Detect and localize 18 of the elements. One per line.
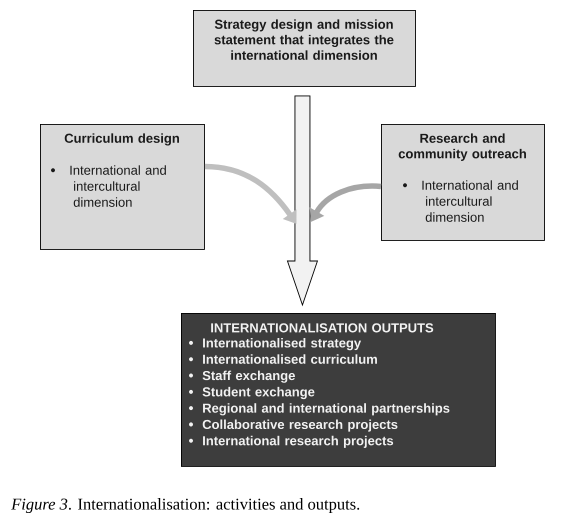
process-box [40,124,205,250]
box-heading: Research and community outreach [398,133,526,161]
box-heading: Curriculum design [64,133,179,146]
list-item: Collaborative research projects [202,420,398,432]
figure-caption: Figure 3. Internationalisation: activities and outputs. [11,498,360,514]
list-item: Regional and international partnerships [203,403,450,416]
output-box [181,313,496,467]
list-item: Student exchange [202,386,314,400]
list-item: Internationalised curriculum [203,354,377,364]
process-box: Strategy design and mission statement that integrates the international dimension [193,10,416,87]
block-arrow [286,95,318,306]
list-item: International research projects [203,436,394,448]
process-box [381,124,545,241]
box-heading: INTERNATIONALISATION OUTPUTS [211,323,434,332]
list-item: Staff exchange [202,370,295,383]
list-item: International and intercultural dimension [422,180,518,222]
list-item: International and intercultural dimension [70,165,166,207]
list-item: Internationalised strategy [203,338,362,350]
